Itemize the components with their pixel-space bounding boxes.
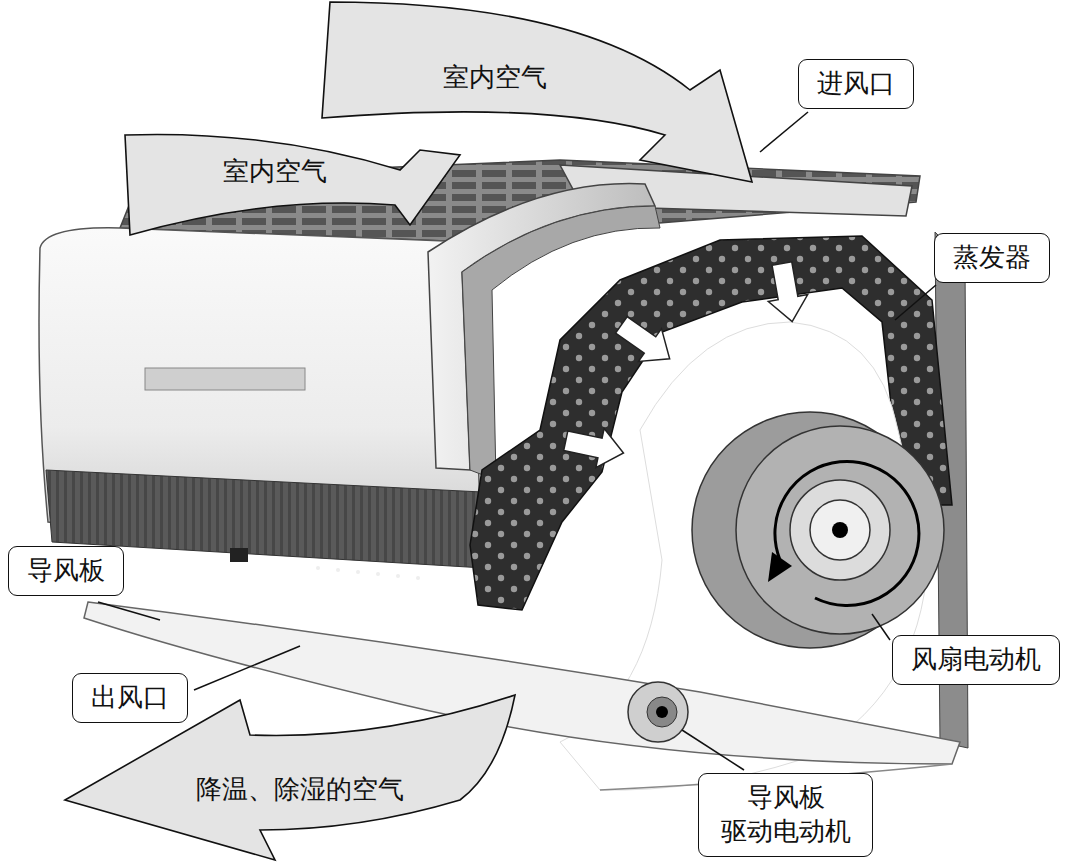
- illustration-part: [790, 480, 890, 580]
- fan-motor: [692, 412, 944, 648]
- arrow-label: 室内空气: [223, 155, 327, 189]
- callout-label: 风扇电动机: [911, 643, 1041, 677]
- callout-box: 蒸发器: [934, 233, 1050, 283]
- illustration-part: [316, 566, 320, 570]
- illustration-part: [895, 285, 936, 320]
- arrow-label: 降温、除湿的空气: [196, 773, 404, 807]
- illustration-part: [628, 682, 688, 742]
- illustration-part: [768, 552, 792, 582]
- illustration-part: [775, 461, 919, 605]
- callout-label: 出风口: [91, 681, 169, 715]
- illustration-part: [396, 574, 400, 578]
- callout-box: 风扇电动机: [892, 635, 1060, 685]
- callout-label: 导风板: [27, 554, 105, 588]
- callout-label: 进风口: [817, 67, 895, 101]
- arrow-outline: [320, 0, 760, 186]
- air-flow-arrow: 室内空气: [320, 0, 760, 186]
- callout-box: 导风板 驱动电动机: [698, 773, 873, 857]
- callout-label: 导风板 驱动电动机: [717, 781, 854, 849]
- illustration-part: [376, 572, 380, 576]
- illustration-part: [762, 260, 812, 325]
- illustration-part: [98, 602, 160, 620]
- arrow-outline-path: [65, 695, 515, 860]
- illustration-part: [610, 309, 681, 376]
- arrow-label: 室内空气: [443, 61, 547, 95]
- illustration-part: [336, 568, 340, 572]
- air-flow-arrow: 降温、除湿的空气: [60, 680, 520, 864]
- illustration-part: [562, 421, 628, 472]
- arrow-outline-path: [322, 2, 752, 182]
- arrow-outline: [60, 680, 520, 864]
- callout-box: 导风板: [8, 546, 124, 596]
- illustration-part: [810, 500, 870, 560]
- callout-box: 出风口: [72, 673, 188, 723]
- air-flow-arrow: 室内空气: [120, 125, 465, 240]
- illustration-part: [656, 706, 668, 718]
- illustration-part: [316, 566, 420, 580]
- illustration-part: [194, 646, 300, 690]
- illustration-part: [647, 697, 677, 727]
- illustration-part: [230, 548, 248, 562]
- illustration-part: [682, 730, 744, 770]
- illustration-part: [145, 368, 305, 390]
- illustration-part: [416, 576, 420, 580]
- callout-box: 进风口: [798, 59, 914, 109]
- illustration-part: [356, 570, 360, 574]
- callout-label: 蒸发器: [953, 241, 1031, 275]
- illustration-part: [832, 522, 848, 538]
- leader-lines: [98, 112, 936, 770]
- air-flow-arrows: [562, 260, 812, 472]
- illustration-part: [736, 426, 944, 634]
- illustration-part: [760, 112, 808, 152]
- arrow-outline-path: [125, 134, 460, 235]
- illustration-part: [872, 614, 890, 640]
- guide-plate-motor: [628, 682, 688, 742]
